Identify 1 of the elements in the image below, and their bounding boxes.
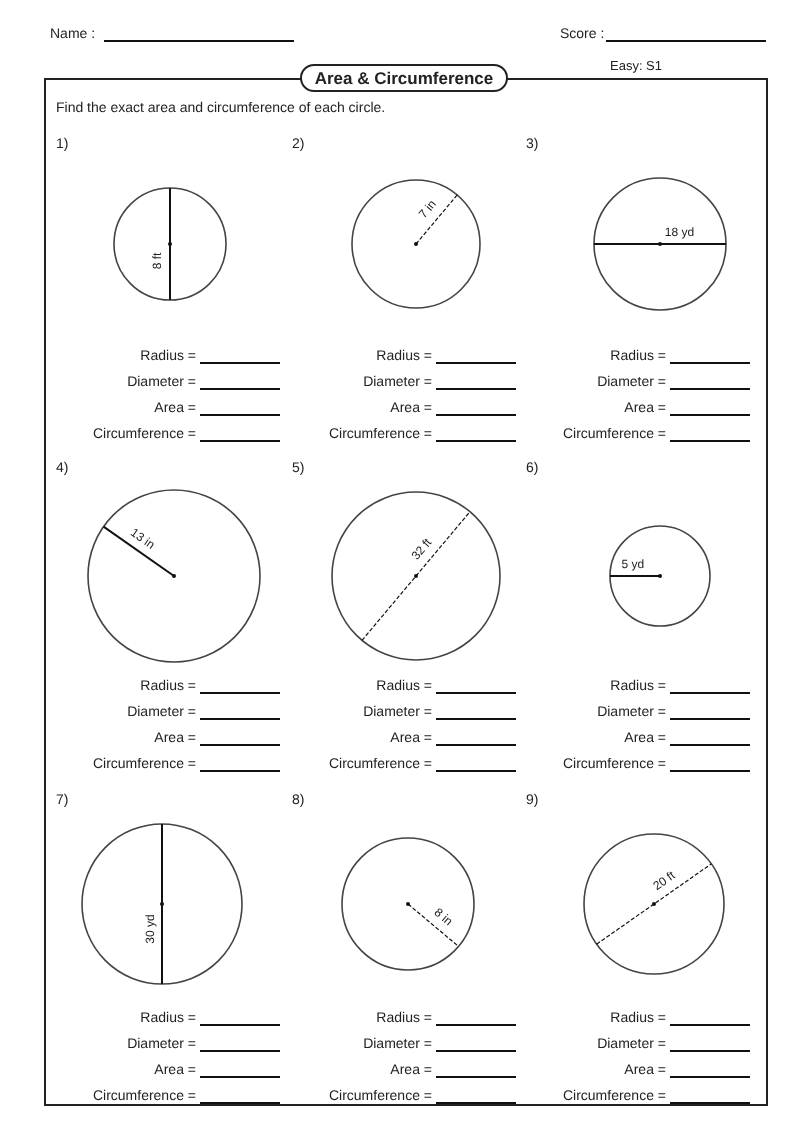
worksheet-title: Area & Circumference <box>300 64 508 92</box>
